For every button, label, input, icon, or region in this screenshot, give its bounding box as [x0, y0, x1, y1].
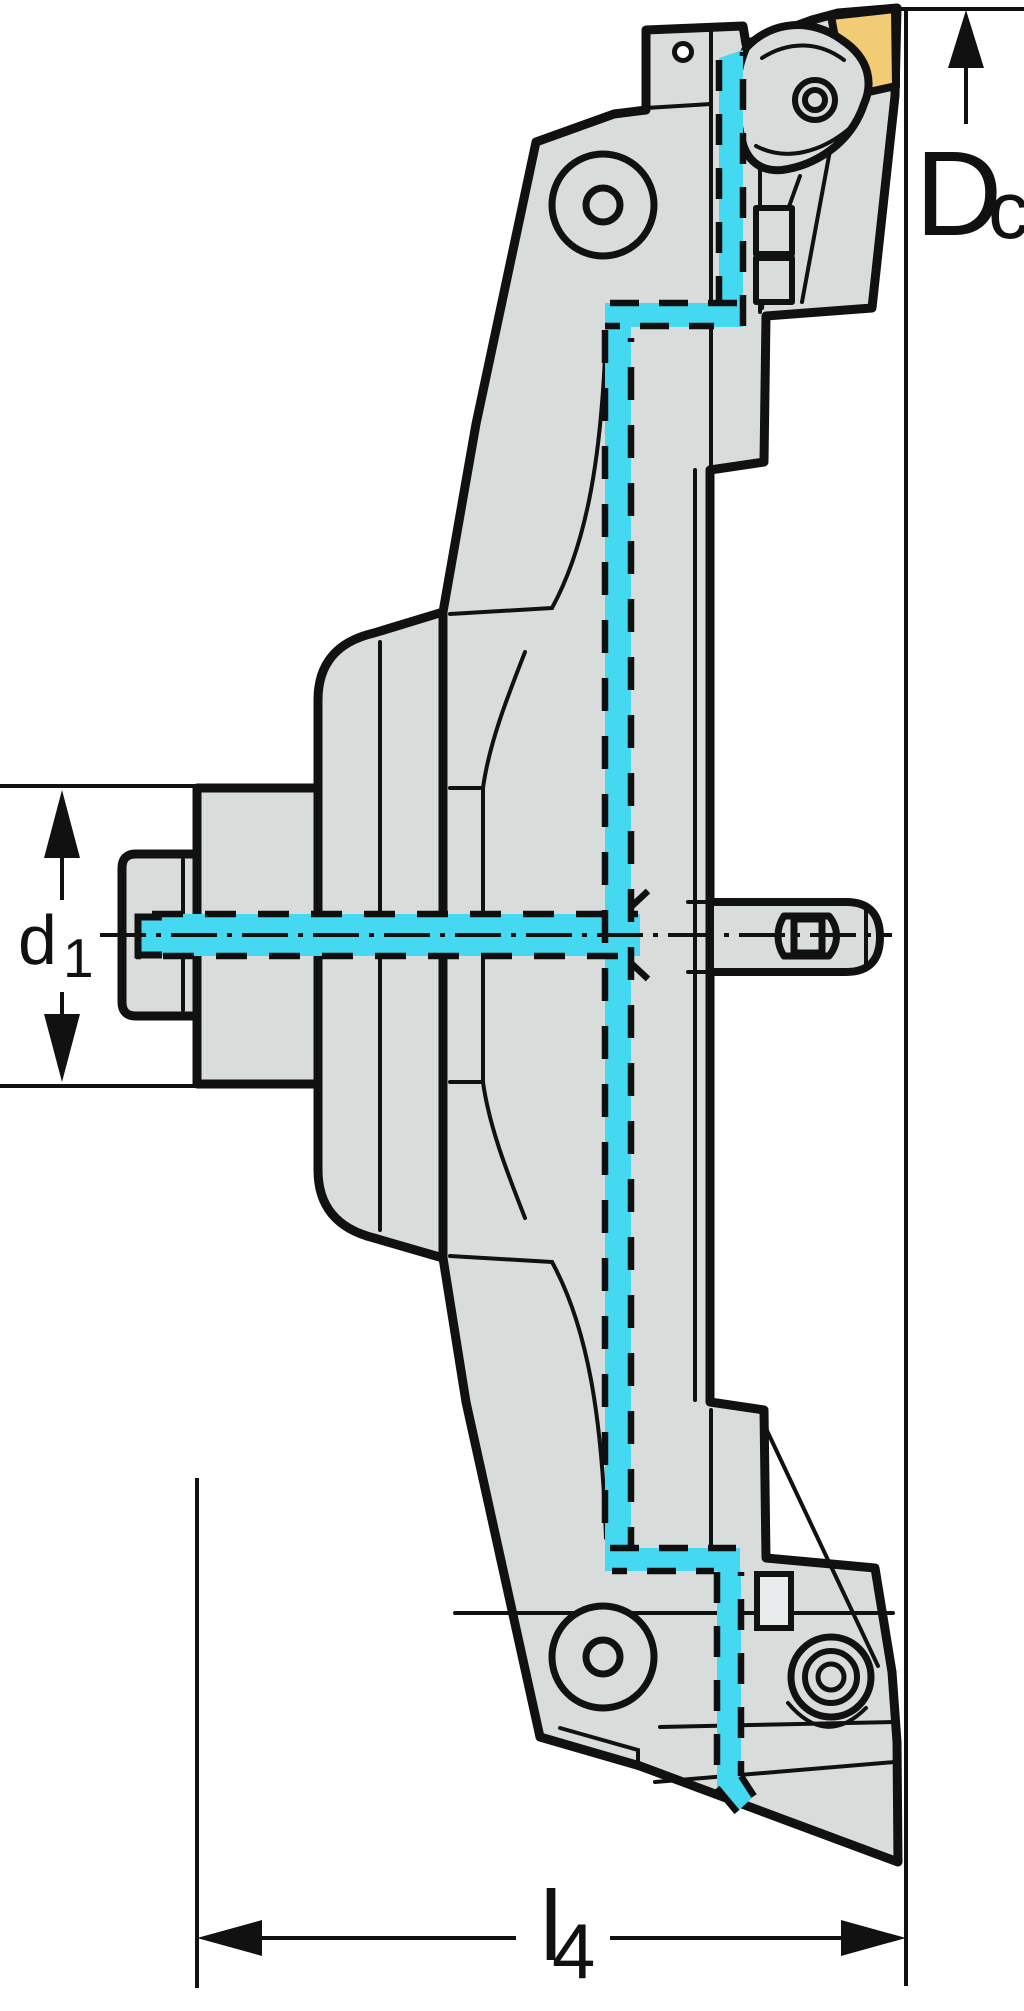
- clamp-contour-1: [760, 43, 846, 62]
- cartridge-step-notch: [558, 1726, 640, 1770]
- l4-label-sub: 4: [552, 1907, 595, 1995]
- screws-group: [548, 150, 658, 1712]
- coolant-tail-left: [714, 1785, 740, 1815]
- bore-upper-fillet: [481, 650, 527, 790]
- hub-bottom-face-line: [448, 1254, 554, 1264]
- lower-edge-parallel-line: [760, 1418, 880, 1668]
- dc-arrowhead-up: [948, 10, 984, 68]
- l4-label-base: l: [540, 1870, 562, 1981]
- bottom-cartridge-group: [453, 1408, 897, 1784]
- dimension-dc: D c: [915, 10, 1024, 261]
- adjustment-block-3: [754, 1571, 794, 1631]
- lower-clamp-screw-mid: [802, 1648, 860, 1706]
- d1-arrowhead-up: [44, 790, 80, 858]
- bore-lower-fillet: [481, 1080, 527, 1220]
- clamp-screw-inner: [802, 87, 828, 113]
- coolant-elbow-mark-top: [629, 888, 651, 909]
- coolant-lower-jog: [605, 1548, 740, 1571]
- dc-label-base: D: [915, 125, 1002, 261]
- coolant-group: [134, 50, 757, 1815]
- coolant-upper-branch: [719, 50, 743, 326]
- upper-screw-socket: [582, 184, 624, 226]
- adjustment-block-2: [753, 255, 795, 305]
- dimension-l4: l 4: [197, 1870, 906, 1995]
- lower-screw-socket: [582, 1636, 624, 1678]
- extension-lines: [0, 7, 1024, 1988]
- upper-profile-curve: [550, 330, 608, 610]
- lower-clamp-screw-inner: [815, 1661, 847, 1693]
- cartridge-band-line-1: [658, 1720, 895, 1729]
- d1-arrowhead-down: [44, 1014, 80, 1082]
- d1-label-sub: 1: [63, 927, 94, 989]
- l4-arrowhead-right: [841, 1920, 906, 1956]
- coolant-lower-branch: [717, 1570, 754, 1812]
- dc-label-sub: c: [988, 165, 1024, 256]
- l4-arrowhead-left: [197, 1920, 262, 1956]
- dimension-d1: d 1: [18, 790, 94, 1082]
- top-block-joint-line: [644, 102, 713, 110]
- insert-group: [732, 5, 900, 175]
- lower-clamp-screw-arc: [786, 1701, 868, 1729]
- cartridge-band-line-2: [653, 1760, 897, 1784]
- clamp-contour-2: [754, 126, 852, 156]
- clamp-screw-outer: [792, 77, 838, 123]
- hub-top-face-line: [448, 606, 554, 616]
- adjustment-block-1: [753, 205, 795, 257]
- top-block-hole: [672, 41, 694, 63]
- coolant-elbow-mark-bottom: [629, 961, 651, 982]
- coolant-channel-vertical: [605, 312, 631, 1552]
- coolant-tail-right: [738, 1774, 757, 1798]
- d1-label-base: d: [18, 901, 57, 979]
